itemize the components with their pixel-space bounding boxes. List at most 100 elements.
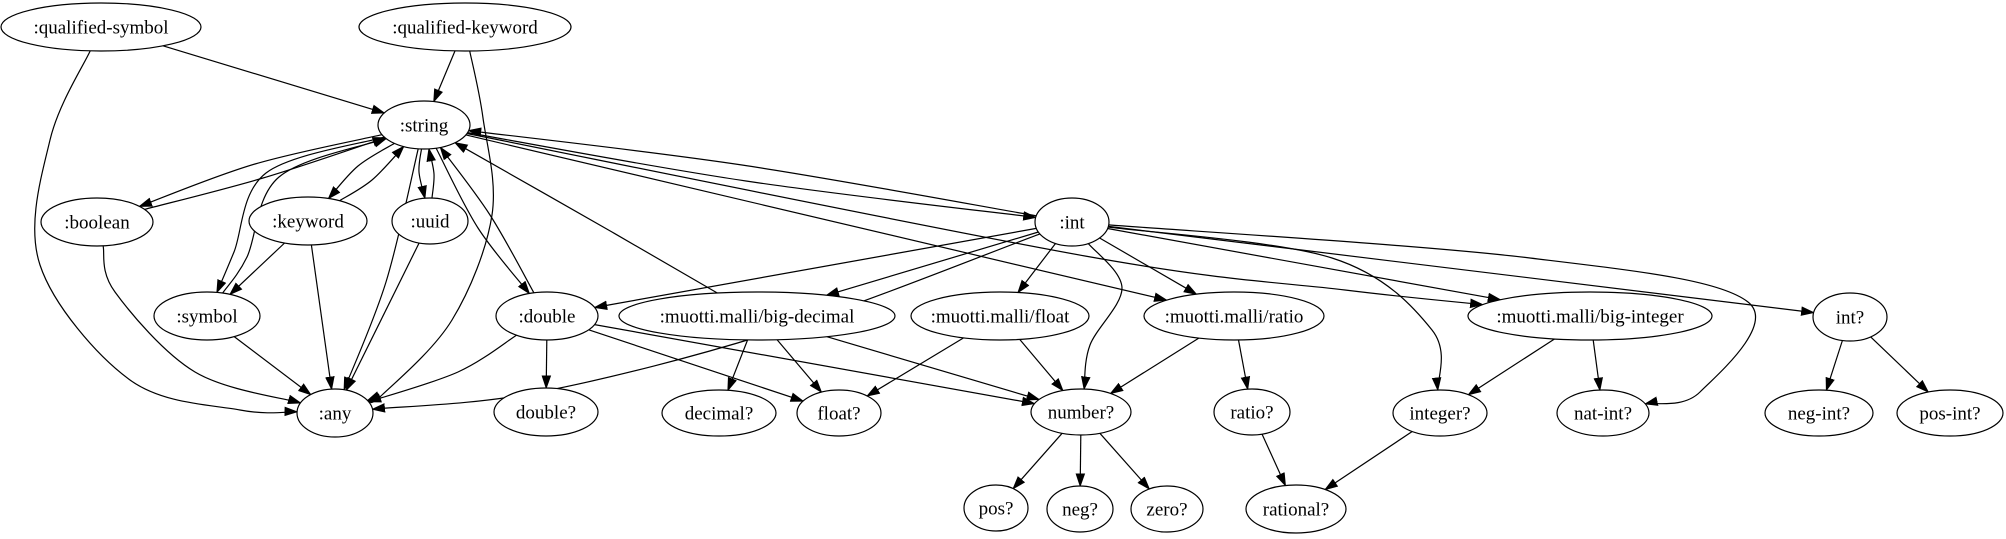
edge-big-integer-to-nat-int-pred (1592, 339, 1604, 392)
node-label-int-pred: int? (1836, 308, 1865, 329)
edge-number-pred-to-pos-pred (1012, 432, 1063, 490)
edge-big-integer-to-integer-pred (1467, 338, 1555, 396)
node-label-double-pred: double? (516, 403, 576, 424)
node-ellipse-ratio-pred (1213, 388, 1291, 436)
node-label-int: :int (1059, 213, 1085, 234)
node-big-decimal: :muotti.malli/big-decimal (618, 291, 896, 341)
node-label-any: :any (319, 404, 352, 425)
edge-int-to-integer-pred (1108, 226, 1442, 392)
edge-string-to-int (467, 132, 1038, 221)
edge-string-to-double (435, 147, 531, 295)
node-ellipse-rational-pred (1245, 484, 1347, 534)
node-neg-pred: neg? (1046, 485, 1114, 533)
edge-uuid-to-any (345, 242, 420, 392)
node-pos-pred: pos? (963, 484, 1029, 532)
node-boolean: :boolean (40, 197, 154, 247)
node-ellipse-neg-pred (1046, 485, 1114, 533)
node-ellipse-zero-pred (1130, 485, 1204, 533)
node-pos-int-pred: pos-int? (1896, 389, 2004, 437)
edge-string-to-big-integer (466, 132, 1485, 309)
node-label-string: :string (400, 116, 449, 137)
edge-double-to-any (367, 334, 517, 403)
edge-big-decimal-to-string (453, 141, 718, 294)
node-ellipse-uuid (391, 197, 469, 245)
node-ellipse-decimal-pred (661, 389, 777, 437)
edge-int-to-big-integer (1107, 227, 1502, 303)
edge-int-to-string (467, 127, 1037, 217)
node-label-uuid: :uuid (410, 212, 450, 233)
edge-int-to-nat-int-pred (1108, 224, 1757, 406)
node-ratio-pred: ratio? (1213, 388, 1291, 436)
edge-big-decimal-to-decimal-pred (727, 339, 749, 392)
edge-int-to-float (1017, 243, 1056, 294)
node-ellipse-number-pred (1030, 388, 1132, 436)
edge-string-to-symbol (216, 136, 385, 294)
node-label-zero-pred: zero? (1146, 500, 1187, 521)
edge-big-decimal-to-number-pred (826, 336, 1041, 401)
node-label-number-pred: number? (1048, 403, 1114, 424)
edge-ratio-pred-to-rational-pred (1261, 433, 1287, 487)
node-label-qualified-keyword: :qualified-keyword (392, 18, 538, 39)
edge-int-to-big-decimal (825, 231, 1039, 297)
node-symbol: :symbol (153, 291, 261, 341)
edge-qualified-keyword-to-any (366, 50, 495, 404)
node-rational-pred: rational? (1245, 484, 1347, 534)
node-ellipse-any (296, 388, 374, 438)
node-ellipse-int-pred (1812, 292, 1888, 342)
edge-keyword-to-symbol (228, 242, 286, 296)
node-label-float: :muotti.malli/float (931, 307, 1071, 328)
node-decimal-pred: decimal? (661, 389, 777, 437)
edge-string-to-keyword (327, 142, 395, 200)
edges-layer (34, 45, 1930, 491)
node-label-boolean: :boolean (64, 213, 130, 234)
node-label-nat-int-pred: nat-int? (1574, 404, 1632, 425)
edge-qualified-symbol-to-string (162, 45, 386, 114)
node-ellipse-keyword (248, 196, 368, 246)
edge-int-to-int-pred (1108, 225, 1816, 316)
edge-float-to-number-pred (1019, 339, 1064, 392)
node-ellipse-big-integer (1467, 291, 1713, 341)
edge-string-to-any (343, 148, 419, 392)
node-label-integer-pred: integer? (1409, 404, 1470, 425)
edge-qualified-keyword-to-string (433, 50, 456, 103)
edge-number-pred-to-neg-pred (1075, 434, 1086, 488)
node-any: :any (296, 388, 374, 438)
node-zero-pred: zero? (1130, 485, 1204, 533)
node-label-pos-int-pred: pos-int? (1919, 404, 1980, 425)
edge-double-to-string (439, 146, 535, 294)
node-ellipse-boolean (40, 197, 154, 247)
node-big-integer: :muotti.malli/big-integer (1467, 291, 1713, 341)
node-label-neg-pred: neg? (1062, 500, 1098, 521)
node-string: :string (377, 100, 471, 150)
node-label-double: :double (519, 307, 576, 328)
node-ellipse-int (1034, 197, 1110, 247)
edge-boolean-to-string (144, 137, 387, 210)
edge-number-pred-to-zero-pred (1099, 432, 1151, 491)
edge-int-to-number-pred (1081, 243, 1123, 391)
node-ellipse-pos-pred (963, 484, 1029, 532)
node-float: :muotti.malli/float (910, 291, 1090, 341)
edge-string-to-uuid (417, 148, 427, 200)
node-ellipse-qualified-symbol (0, 2, 202, 52)
node-number-pred: number? (1030, 388, 1132, 436)
node-ellipse-qualified-keyword (358, 2, 572, 52)
node-ellipse-pos-int-pred (1896, 389, 2004, 437)
node-keyword: :keyword (248, 196, 368, 246)
node-label-big-decimal: :muotti.malli/big-decimal (660, 307, 855, 328)
edge-uuid-to-string (426, 147, 436, 199)
edge-integer-pred-to-rational-pred (1323, 431, 1413, 491)
node-ellipse-double (495, 291, 599, 341)
node-ellipse-neg-int-pred (1764, 389, 1874, 437)
node-ellipse-big-decimal (618, 291, 896, 341)
node-double-pred: double? (493, 387, 599, 437)
edge-double-to-float-pred (588, 329, 805, 402)
node-ellipse-string (377, 100, 471, 150)
node-ellipse-symbol (153, 291, 261, 341)
edge-int-to-any (371, 233, 1041, 413)
edge-double-to-number-pred (594, 324, 1036, 407)
node-ellipse-double-pred (493, 387, 599, 437)
node-ellipse-integer-pred (1392, 389, 1488, 437)
edge-int-pred-to-neg-int-pred (1825, 340, 1843, 392)
